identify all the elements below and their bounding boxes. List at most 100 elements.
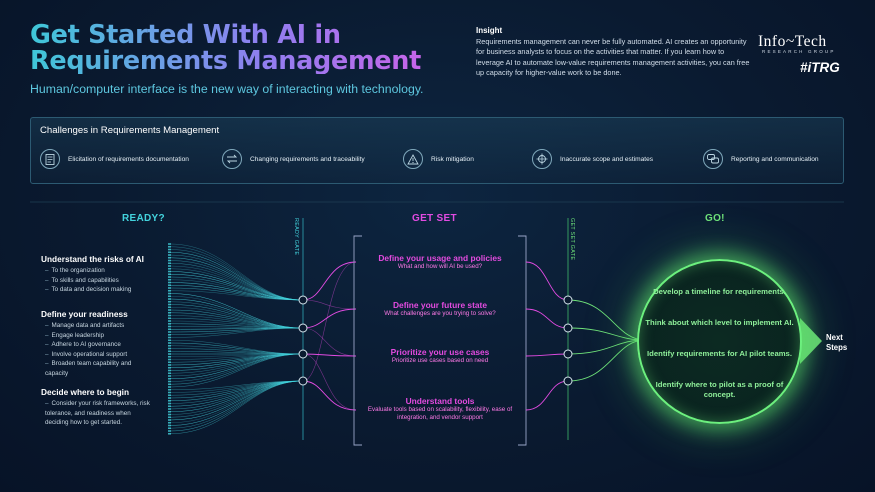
go-item: Think about which level to implement AI. xyxy=(645,318,794,328)
fan-dot xyxy=(168,304,171,306)
ready-group-heading: Understand the risks of AI xyxy=(41,254,144,264)
fan-dot xyxy=(168,400,171,402)
list-item: To data and decision making xyxy=(45,285,165,295)
fan-dot xyxy=(168,249,171,251)
fan-dot xyxy=(168,367,171,369)
fan-dot xyxy=(168,293,171,295)
fan-dot xyxy=(168,337,171,339)
fan-dot xyxy=(168,334,171,336)
fan-dot xyxy=(168,306,171,308)
connector-line xyxy=(568,300,645,340)
fan-dot xyxy=(168,372,171,374)
getset-heading: GET SET xyxy=(412,213,457,224)
list-item: Manage data and artifacts xyxy=(45,321,145,331)
fan-dot xyxy=(168,273,171,275)
connector-line xyxy=(303,328,356,356)
ready-gate-label: READY GATE xyxy=(293,218,299,255)
fan-dot xyxy=(168,254,171,256)
fan-dot xyxy=(168,301,171,303)
fan-dot xyxy=(168,356,171,358)
fan-dot xyxy=(168,320,171,322)
go-item: Identify where to pilot as a proof of co… xyxy=(645,380,794,400)
list-item: To the organization xyxy=(45,266,165,276)
connector-line xyxy=(526,354,568,356)
getset-item-heading: Understand tools xyxy=(366,396,514,406)
fan-dot xyxy=(168,394,171,396)
list-item: Engage leadership xyxy=(45,331,145,341)
fan-dot xyxy=(168,290,171,292)
fan-dot xyxy=(168,323,171,325)
connector-line xyxy=(303,381,356,410)
fan-dot xyxy=(168,408,171,410)
fan-dot xyxy=(168,309,171,311)
fan-dot xyxy=(168,298,171,300)
fan-dot xyxy=(168,405,171,407)
fan-dot xyxy=(168,370,171,372)
connector-line xyxy=(526,381,568,410)
fan-dot xyxy=(168,257,171,259)
fan-dot xyxy=(168,416,171,418)
fan-dot xyxy=(168,271,171,273)
fan-line xyxy=(170,354,303,382)
getset-item: Prioritize your use cases Prioritize use… xyxy=(356,347,524,365)
fan-dot xyxy=(168,345,171,347)
fan-dot xyxy=(168,381,171,383)
connector-line xyxy=(303,354,356,410)
list-item: Consider your risk frameworks, risk tole… xyxy=(45,399,153,428)
fan-dot xyxy=(168,386,171,388)
fan-dot xyxy=(168,348,171,350)
fan-dot xyxy=(168,425,171,427)
ready-group-list: Consider your risk frameworks, risk tole… xyxy=(45,399,153,428)
fan-dot xyxy=(168,265,171,267)
getset-item-sub: Evaluate tools based on scalability, fle… xyxy=(366,406,514,422)
fan-dot xyxy=(168,282,171,284)
fan-dot xyxy=(168,359,171,361)
fan-dot xyxy=(168,433,171,435)
connector-line xyxy=(303,262,356,381)
list-item: Involve operational support xyxy=(45,350,145,360)
fan-dot xyxy=(168,260,171,262)
getset-item-sub: What and how will AI be used? xyxy=(356,263,524,271)
fan-dot xyxy=(168,427,171,429)
go-item: Identify requirements for AI pilot teams… xyxy=(645,349,794,359)
getset-item: Define your future state What challenges… xyxy=(356,300,524,318)
fan-line xyxy=(170,381,303,401)
fan-dot xyxy=(168,411,171,413)
ready-group-list: To the organization To skills and capabi… xyxy=(45,266,165,295)
connector-line xyxy=(568,340,645,381)
next-arrow-icon xyxy=(800,318,822,364)
list-item: Broaden team capability and capacity xyxy=(45,359,145,378)
ready-group-heading: Decide where to begin xyxy=(41,387,129,397)
fan-dot xyxy=(168,383,171,385)
getset-item: Define your usage and policies What and … xyxy=(356,253,524,271)
fan-dot xyxy=(168,317,171,319)
fan-dot xyxy=(168,339,171,341)
fan-line xyxy=(170,296,303,328)
go-heading: GO! xyxy=(705,213,725,224)
gate-node xyxy=(564,296,572,304)
fan-dot xyxy=(168,397,171,399)
fan-dot xyxy=(168,392,171,394)
fan-dot xyxy=(168,276,171,278)
getset-gate-label: GET SET GATE xyxy=(569,218,575,260)
fan-dot xyxy=(168,295,171,297)
fan-dot xyxy=(168,251,171,253)
fan-dot xyxy=(168,287,171,289)
gate-node xyxy=(564,377,572,385)
fan-line xyxy=(170,307,303,328)
fan-dot xyxy=(168,350,171,352)
connector-line xyxy=(526,309,568,328)
fan-dot xyxy=(168,361,171,363)
fan-dot xyxy=(168,342,171,344)
gate-node xyxy=(564,350,572,358)
gate-node xyxy=(299,377,307,385)
fan-dot xyxy=(168,375,171,377)
gate-node xyxy=(299,296,307,304)
ready-group-heading: Define your readiness xyxy=(41,309,128,319)
fan-dot xyxy=(168,312,171,314)
fan-line xyxy=(170,340,303,354)
getset-item-heading: Define your usage and policies xyxy=(356,253,524,263)
fan-dot xyxy=(168,331,171,333)
connector-line xyxy=(303,309,356,328)
fan-dot xyxy=(168,389,171,391)
